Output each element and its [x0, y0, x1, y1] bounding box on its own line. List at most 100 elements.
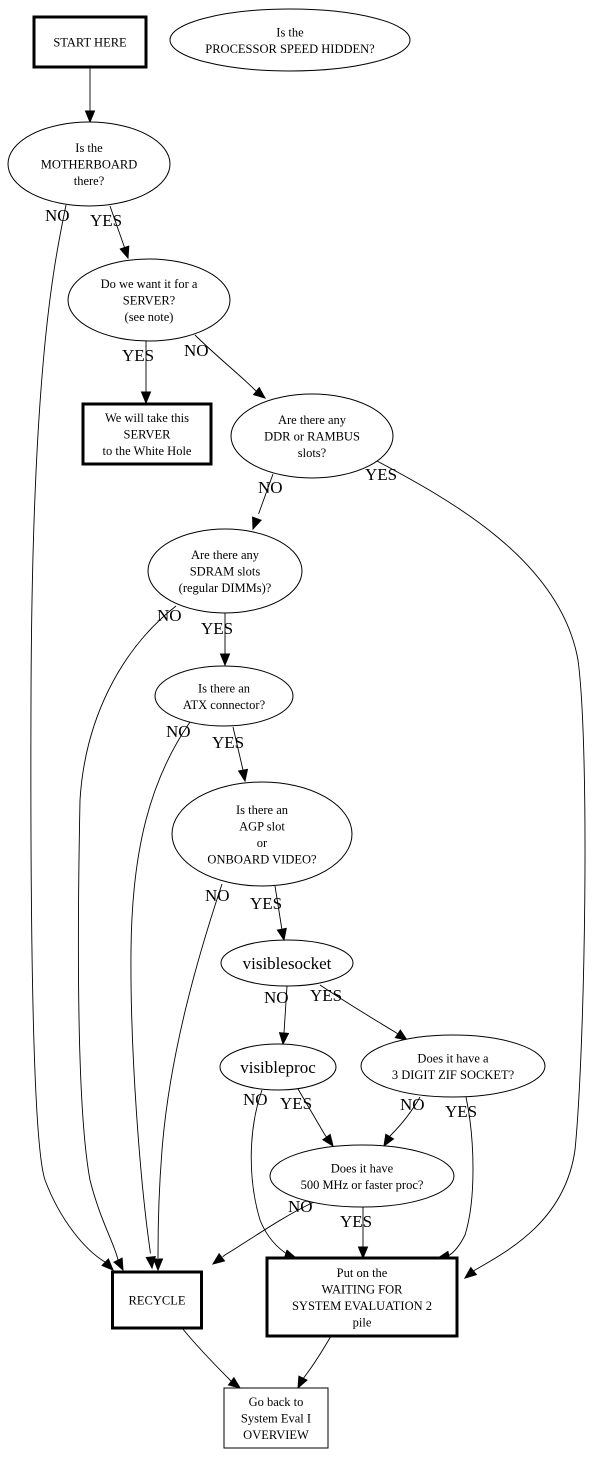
edge-mhz-to-waiting	[357, 1207, 369, 1260]
node-label-line: Is the	[276, 25, 304, 39]
edge-label-yes: YES	[310, 986, 342, 1005]
edge-line	[222, 1201, 315, 1258]
node-start: START HERE	[32, 15, 148, 69]
edge-label-yes: YES	[340, 1212, 372, 1231]
decision-ellipse	[220, 939, 354, 987]
arrowhead-icon	[140, 391, 152, 405]
arrowhead-icon	[101, 1258, 114, 1271]
decision-ellipse	[171, 781, 353, 887]
edge-label-no: NO	[205, 886, 230, 905]
edge-server-to-whiteHole	[140, 341, 152, 405]
edge-visibleproc-to-mhz	[297, 1088, 334, 1148]
edge-line	[319, 984, 398, 1034]
arrowhead-icon	[394, 1029, 409, 1041]
edge-label-yes: YES	[122, 346, 154, 365]
edge-label-no: NO	[45, 206, 70, 225]
edge-line	[30, 204, 107, 1264]
edge-agp-to-visiblesocket	[274, 885, 287, 942]
edge-ddr-to-sdram	[252, 473, 274, 531]
edge-label-no: NO	[157, 606, 182, 625]
arrowhead-icon	[278, 1032, 290, 1046]
node-recycle: RECYCLE	[111, 1270, 203, 1330]
edge-line	[130, 721, 191, 1254]
node-label-line: Are there any	[191, 548, 260, 562]
edge-label-no: NO	[243, 1090, 268, 1109]
node-label-line: SERVER	[124, 428, 172, 442]
decision-ellipse	[154, 665, 294, 727]
node-label-line: visibleproc	[240, 1058, 316, 1077]
process-box	[81, 402, 213, 466]
node-label-line: Does it have a	[417, 1051, 489, 1065]
edge-label-yes: YES	[365, 465, 397, 484]
node-label-line: visiblesocket	[243, 954, 332, 973]
edge-line	[194, 334, 258, 392]
edge-line	[297, 1088, 327, 1138]
edge-agp-to-recycle	[152, 883, 223, 1272]
arrowhead-icon	[227, 1376, 242, 1389]
node-label-line: SYSTEM EVALUATION 2	[292, 1299, 432, 1313]
node-label-line: PROCESSOR SPEED HIDDEN?	[205, 42, 375, 56]
edge-line	[157, 883, 223, 1258]
edge-waiting-to-goBack	[297, 1335, 332, 1390]
edge-mhz-to-recycle	[211, 1201, 315, 1265]
edge-label-no: NO	[258, 478, 283, 497]
edge-label-yes: YES	[250, 894, 282, 913]
node-label-line: DDR or RAMBUS	[264, 430, 360, 444]
arrowhead-icon	[252, 516, 262, 531]
decision-ellipse	[67, 258, 231, 342]
process-box	[111, 1270, 203, 1330]
node-label-line: WAITING FOR	[322, 1282, 404, 1296]
node-label-line: Is the	[75, 141, 103, 155]
node-label-line: Is there an	[198, 681, 251, 695]
node-label-line: (regular DIMMs)?	[179, 581, 272, 595]
decision-ellipse	[230, 393, 394, 479]
decision-ellipse	[7, 121, 171, 207]
edge-motherboard-to-server	[109, 205, 130, 260]
node-label-line: SDRAM slots	[190, 565, 261, 579]
edge-atx-to-recycle	[130, 721, 191, 1270]
arrowhead-icon	[463, 1266, 478, 1279]
edge-line	[258, 473, 274, 514]
node-label-line: Go back to	[249, 1395, 304, 1409]
arrowhead-icon	[357, 1246, 369, 1260]
node-label-line: Does it have	[331, 1161, 394, 1175]
edge-label-yes: YES	[280, 1094, 312, 1113]
edge-visiblesocket-to-zif	[319, 984, 409, 1041]
node-visibleproc: visibleproc	[219, 1043, 337, 1091]
decision-ellipse	[360, 1034, 546, 1098]
edge-visiblesocket-to-visibleproc	[278, 985, 290, 1046]
edge-line	[388, 1096, 421, 1139]
edge-label-yes: YES	[90, 211, 122, 230]
node-label-line: AGP slot	[239, 819, 285, 833]
edge-atx-to-agp	[232, 726, 249, 783]
process-box	[223, 1387, 329, 1449]
node-label-line: Are there any	[278, 413, 347, 427]
node-label-line: START HERE	[53, 36, 127, 50]
decision-ellipse	[269, 1144, 455, 1208]
node-label-line: MOTHERBOARD	[41, 158, 138, 172]
edge-label-yes: YES	[201, 619, 233, 638]
edge-label-no: NO	[400, 1095, 425, 1114]
edge-line	[376, 460, 586, 1272]
arrowhead-icon	[297, 1375, 308, 1390]
arrowhead-icon	[211, 1252, 226, 1265]
arrowhead-icon	[84, 110, 96, 124]
edge-label-no: NO	[166, 722, 191, 741]
node-label-line: or	[257, 836, 268, 850]
arrowhead-icon	[321, 1133, 334, 1148]
arrowhead-icon	[237, 768, 249, 783]
node-label-line: System Eval I	[241, 1412, 311, 1426]
decision-ellipse	[219, 1043, 337, 1091]
node-label-line: Put on the	[337, 1266, 388, 1280]
node-label-line: (see note)	[125, 310, 174, 324]
node-label-line: We will take this	[105, 411, 189, 425]
